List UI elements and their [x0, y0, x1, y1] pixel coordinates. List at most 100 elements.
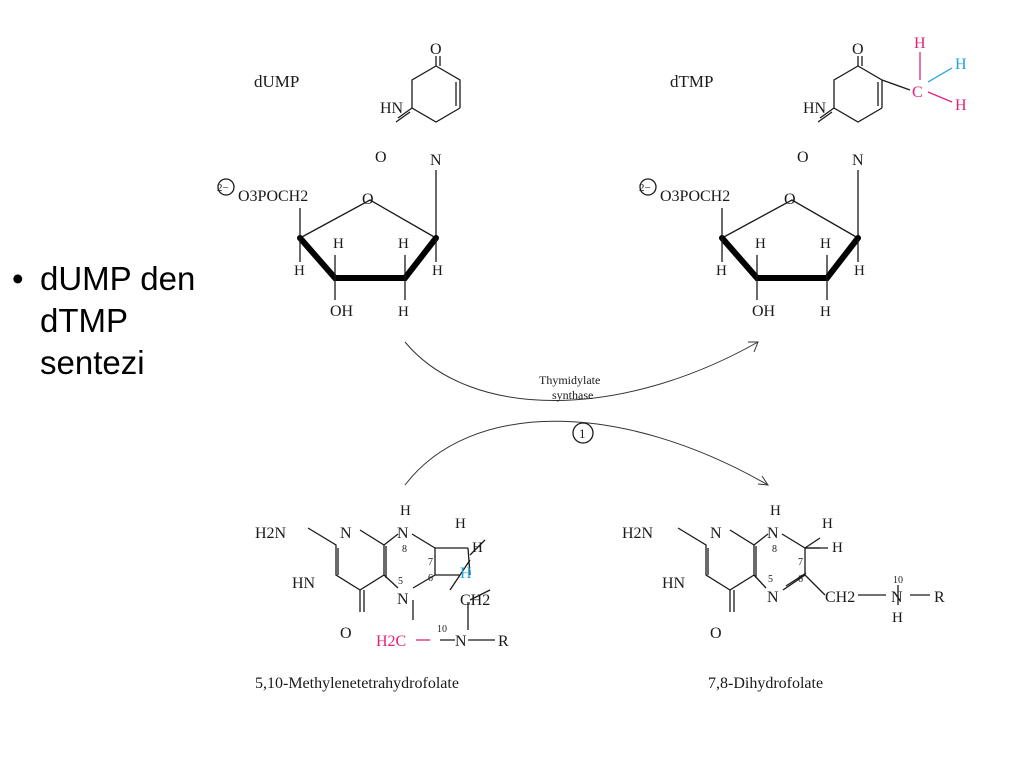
dhf-n5: N [767, 589, 779, 606]
dtmp-hn: HN [803, 100, 827, 117]
dtmp-sugar-bottom [719, 235, 861, 281]
dump-n1: N [430, 152, 442, 169]
dump-carbonyl-4 [435, 56, 441, 66]
dtmp-sugar-o: O [784, 191, 796, 208]
dump-sugar-top [299, 199, 437, 239]
dhf-name: 7,8-Dihydrofolate [708, 675, 823, 692]
dump-carbonyl-2 [395, 107, 413, 123]
dhf-h7b: H [832, 540, 843, 556]
dhf-n10: N [891, 589, 903, 606]
dtmp-carbonyl-4 [857, 56, 863, 66]
dhf-hn: HN [662, 575, 686, 592]
dump-o2: O [375, 149, 387, 166]
dhf-h10: H [892, 610, 903, 626]
dhf-ch2: CH2 [825, 589, 855, 606]
dump-sugar-h-bonds [299, 238, 437, 300]
dump-h5: H [398, 304, 409, 320]
dtmp-methyl-h-right: H [955, 56, 967, 73]
dump-hn: HN [380, 100, 404, 117]
dhf-r: R [934, 589, 945, 606]
dump-sugar-bottom [297, 235, 439, 281]
dtmp-methyl-bond [881, 79, 911, 91]
mthf-h8: H [400, 503, 411, 519]
dhf-h2n: H2N [622, 525, 654, 542]
dtmp-methyl-h-top: H [914, 35, 926, 52]
dtmp-phosphate: O3POCH2 [660, 188, 730, 205]
dhf-h8: H [770, 503, 781, 519]
lower-arc-arrow [404, 420, 769, 486]
dtmp-h3: H [716, 263, 727, 279]
dtmp-sugar-top [721, 199, 859, 239]
dump-label: dUMP [254, 72, 299, 91]
dtmp-h1: H [755, 236, 766, 252]
dump-sugar-o: O [362, 191, 374, 208]
dtmp-methyl-h-bottom-bond [927, 91, 953, 103]
dump-o4: O [430, 41, 442, 58]
mthf-carbonyl [359, 590, 365, 612]
reaction-arrows: Thymidylate synthase 1 [404, 341, 770, 486]
dhf-n8: N [767, 525, 779, 542]
dhf-n-top: N [710, 525, 722, 542]
dtmp-molecule: dTMP O HN O N C H H H O 2− O3POCH2 H H H… [639, 35, 967, 320]
mthf-num8: 8 [402, 544, 407, 555]
mthf-o: O [340, 625, 352, 642]
dtmp-methyl-c: C [912, 84, 923, 101]
mthf-num6: 6 [428, 573, 433, 584]
bullet-line-3: sentezi [40, 344, 145, 381]
dhf-num8: 8 [772, 544, 777, 555]
dump-phosphate: O3POCH2 [238, 188, 308, 205]
mthf-h2n: H2N [255, 525, 287, 542]
step-number-circle [572, 422, 594, 444]
dhf-pyrazine-bonds [753, 533, 820, 591]
mthf-hn: HN [292, 575, 316, 592]
mthf-side-bonds [412, 539, 491, 630]
dtmp-methyl-h-right-bond [927, 67, 953, 83]
dump-oh: OH [330, 303, 354, 320]
mthf-h7b: H [472, 540, 483, 556]
dhf-carbonyl [729, 590, 735, 612]
dhf-side-bonds [804, 574, 930, 605]
enzyme-name-line1: Thymidylate [539, 373, 600, 387]
dhf-h7a: H [822, 516, 833, 532]
mthf-h7a: H [455, 516, 466, 532]
mthf-h6: H [460, 565, 472, 582]
dump-charge: 2− [217, 182, 229, 194]
dtmp-carbonyl-2 [817, 107, 835, 123]
dtmp-methyl-h-bottom: H [955, 97, 967, 114]
mthf-num10: 10 [437, 624, 447, 635]
mthf-n8: N [397, 525, 409, 542]
mthf-n10: N [455, 633, 467, 650]
dtmp-o2: O [797, 149, 809, 166]
mthf-num5: 5 [398, 576, 403, 587]
dump-molecule: dUMP O HN O N O 2− O3POCH2 H H H H OH H [217, 41, 461, 320]
upper-arc-arrow [404, 341, 759, 401]
dhf-num5: 5 [768, 574, 773, 585]
mthf-pyrazine-bonds [383, 533, 471, 589]
dtmp-h2: H [820, 236, 831, 252]
dhf-num6: 6 [798, 574, 803, 585]
dhf-o: O [710, 625, 722, 642]
dtmp-o4: O [852, 41, 864, 58]
lower-arrowhead [757, 475, 770, 486]
mthf-h2c: H2C [376, 633, 406, 650]
dump-h4: H [432, 263, 443, 279]
dump-charge-circle [217, 178, 235, 196]
dump-h1: H [333, 236, 344, 252]
mthf-n-top: N [340, 525, 352, 542]
dhf-h7-bonds [804, 537, 828, 549]
dhf-num10: 10 [893, 575, 903, 586]
step-number: 1 [579, 426, 586, 441]
dtmp-label: dTMP [670, 72, 713, 91]
mthf-ch2: CH2 [460, 592, 490, 609]
dihydrofolate-molecule: H2N HN O N N H 8 7 H H 6 5 N CH2 10 N H … [622, 503, 945, 692]
upper-arrowhead [748, 341, 759, 353]
enzyme-name-line2: synthase [552, 388, 593, 402]
dtmp-sugar-h-bonds [721, 238, 859, 300]
dtmp-n1: N [852, 152, 864, 169]
mthf-n5: N [397, 591, 409, 608]
dump-h2: H [398, 236, 409, 252]
dtmp-charge-circle [639, 178, 657, 196]
dtmp-h4: H [854, 263, 865, 279]
bullet-line-1: dUMP den [40, 260, 196, 297]
methylene-thf-molecule: H2N HN O N N H 8 7 H H 6 H 5 N CH2 H2C 1… [255, 503, 509, 692]
